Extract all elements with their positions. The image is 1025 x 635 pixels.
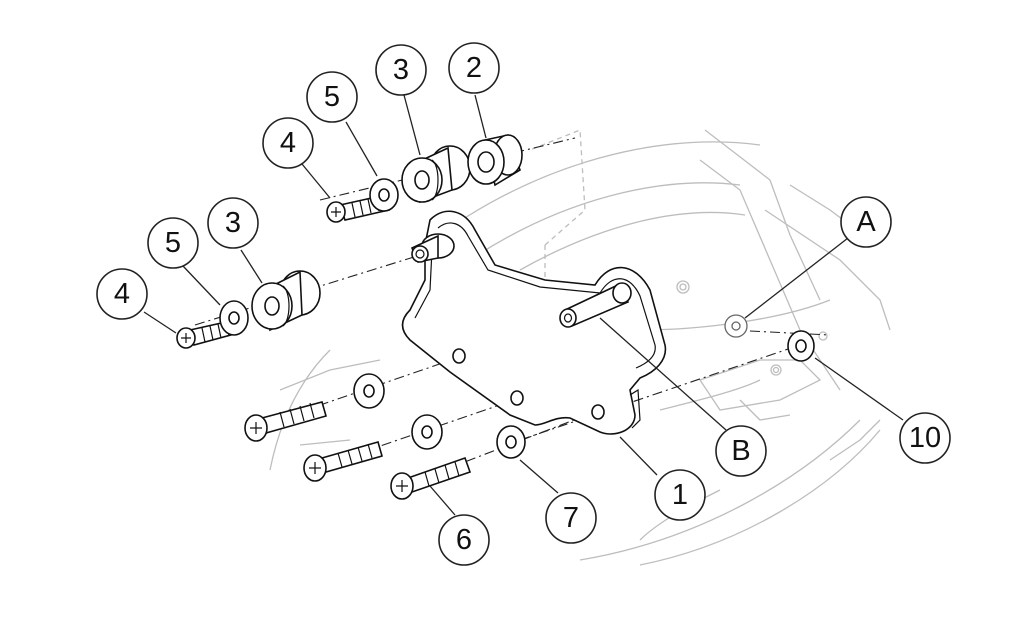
bracket-part-1 [401,210,667,435]
callout-5-middle: 5 [147,217,199,269]
callout-10-label: 10 [909,422,941,454]
callout-5-upper-label: 5 [324,81,340,113]
callout-4-upper-label: 4 [280,127,296,159]
callout-7: 7 [545,492,597,544]
callout-a-label: A [856,206,876,238]
callout-3-upper: 3 [375,44,427,96]
callout-5-upper: 5 [306,71,358,123]
callout-3-middle-label: 3 [225,207,241,239]
callout-2: 2 [448,42,500,94]
callout-4-upper: 4 [262,117,314,169]
callout-1: 1 [654,469,706,521]
callout-4-middle: 4 [96,268,148,320]
callout-3-upper-label: 3 [393,54,409,86]
callout-7-label: 7 [563,502,579,534]
upper-hardware-stack [326,134,523,223]
leader-lines [143,94,904,516]
callout-4-middle-label: 4 [114,278,130,310]
callout-5-middle-label: 5 [165,227,181,259]
washer-part-10 [787,330,815,362]
callout-b-label: B [731,435,750,467]
callout-b: B [715,425,767,477]
callout-6: 6 [438,514,490,566]
middle-hardware-stack [176,270,321,349]
mount-point-a [724,314,748,338]
callout-2-label: 2 [466,52,482,84]
callout-3-middle: 3 [207,197,259,249]
callout-6-label: 6 [456,524,472,556]
callout-1-label: 1 [672,479,688,511]
callout-10: 10 [899,412,951,464]
lower-hardware [244,373,526,500]
callout-a: A [840,196,892,248]
